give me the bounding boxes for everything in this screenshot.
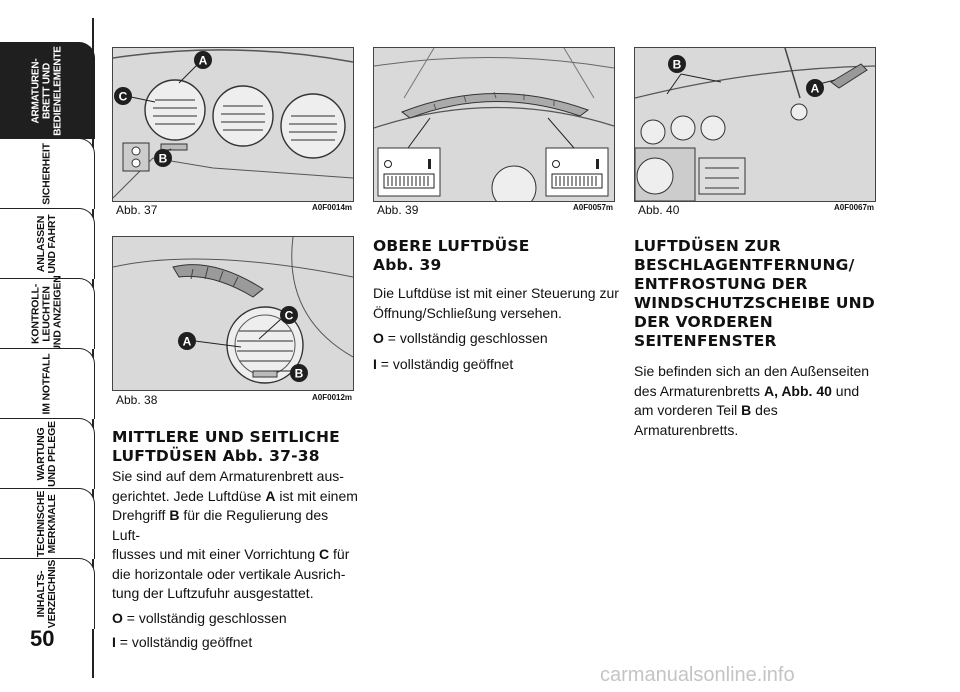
heading-line: DER VORDEREN: [634, 313, 773, 331]
text-line: Öffnung/Schließung versehen.: [373, 304, 562, 321]
chapter-tabs: ARMATUREN- BRETT UND BEDIENELEMENTE SICH…: [0, 18, 96, 678]
watermark: carmanualsonline.info: [600, 664, 795, 686]
tab-label: WARTUNG UND PFLEGE: [35, 421, 58, 487]
side-vent-illustration: [113, 237, 353, 384]
text-line: die horizontale oder vertikale Ausrich-: [112, 565, 346, 582]
figure-caption: Abb. 40: [638, 203, 680, 217]
heading-line: MITTLERE UND SEITLICHE: [112, 428, 340, 446]
legend-o: O = vollständig geschlossen: [112, 609, 358, 629]
figure-code: A0F0012m: [312, 393, 353, 402]
tab-label: IM NOTFALL: [40, 353, 53, 415]
paragraph-mid: Sie sind auf dem Armaturenbrett aus- ger…: [112, 467, 358, 653]
tab-im-notfall[interactable]: IM NOTFALL: [0, 348, 95, 419]
paragraph-upper: Die Luftdüse ist mit einer Steuerung zur…: [373, 284, 623, 374]
figure-caption: Abb. 37: [116, 203, 158, 217]
heading-line: SEITENFENSTER: [634, 332, 777, 350]
section-heading-upper: OBERE LUFTDÜSE Abb. 39: [373, 237, 530, 275]
text-span: des Armaturenbretts.: [634, 402, 778, 438]
text-span: für die Regulierung des Luft-: [112, 507, 329, 543]
ref-b: B: [741, 402, 752, 418]
tab-inhaltsverzeichnis[interactable]: INHALTS- VERZEICHNIS: [0, 558, 95, 629]
figure-abb-38: A C B: [112, 236, 354, 391]
text-line: gerichtet. Jede Luftdüse A ist mit einem: [112, 487, 358, 507]
legend-i: I = vollständig geöffnet: [112, 633, 358, 653]
tab-label: ARMATUREN- BRETT UND BEDIENELEMENTE: [30, 46, 64, 136]
heading-line: ENTFROSTUNG DER: [634, 275, 808, 293]
figure-code: A0F0057m: [573, 203, 614, 212]
figure-caption: Abb. 38: [116, 393, 158, 407]
ref-b: B: [169, 507, 180, 523]
figure-code: A0F0014m: [312, 203, 353, 212]
figure-code: A0F0067m: [834, 203, 875, 212]
heading-line: Abb. 39: [373, 256, 442, 274]
key-o: O: [373, 330, 384, 346]
tab-label: ANLASSEN UND FAHRT: [35, 214, 58, 274]
section-heading-defrost: LUFTDÜSEN ZUR BESCHLAGENTFERNUNG/ ENTFRO…: [634, 237, 875, 351]
text-span: für: [333, 546, 350, 562]
text-span: am vorderen Teil: [634, 402, 738, 418]
text-line: tung der Luftzufuhr ausgestattet.: [112, 585, 314, 601]
tab-label: INHALTS- VERZEICHNIS: [35, 559, 58, 629]
text-span: Drehgriff: [112, 507, 166, 523]
tab-anlassen[interactable]: ANLASSEN UND FAHRT: [0, 208, 95, 279]
upper-vent-illustration: [374, 48, 614, 201]
key-i: I: [373, 355, 377, 372]
text-line: Drehgriff B für die Regulierung des Luft…: [112, 506, 358, 545]
legend-i: I = vollständig geöffnet: [373, 355, 623, 375]
text-line: am vorderen Teil B des Armaturenbretts.: [634, 401, 884, 440]
figure-abb-40: B A: [634, 47, 876, 202]
heading-line: OBERE LUFTDÜSE: [373, 237, 530, 255]
key-o: O: [112, 609, 123, 626]
tab-technische-merkmale[interactable]: TECHNISCHE MERKMALE: [0, 488, 95, 559]
tab-sicherheit[interactable]: SICHERHEIT: [0, 138, 95, 209]
text-span: = vollständig geschlossen: [387, 330, 548, 346]
tab-label: SICHERHEIT: [40, 143, 53, 205]
ref-c: C: [319, 546, 330, 562]
tab-kontrollleuchten[interactable]: KONTROLL- LEUCHTEN UND ANZEIGEN: [0, 275, 95, 353]
section-heading-mid: MITTLERE UND SEITLICHE LUFTDÜSEN Abb. 37…: [112, 428, 340, 466]
text-span: und: [835, 382, 860, 399]
text-span: flusses und mit einer Vorrichtung: [112, 546, 316, 562]
figure-abb-39: [373, 47, 615, 202]
text-span: = vollständig geöffnet: [119, 634, 253, 650]
text-line: Die Luftdüse ist mit einer Steuerung zur: [373, 285, 619, 301]
text-span: = vollständig geöffnet: [380, 355, 514, 372]
tab-label: KONTROLL- LEUCHTEN UND ANZEIGEN: [29, 275, 64, 353]
tab-wartung[interactable]: WARTUNG UND PFLEGE: [0, 418, 95, 489]
tab-armaturenbrett[interactable]: ARMATUREN- BRETT UND BEDIENELEMENTE: [0, 42, 95, 139]
text-span: des Armaturenbretts: [634, 382, 761, 399]
text-line: Sie befinden sich an den Außenseiten: [634, 363, 870, 379]
key-i: I: [112, 634, 116, 650]
text-line: Sie sind auf dem Armaturenbrett aus-: [112, 468, 344, 484]
tab-label: TECHNISCHE MERKMALE: [35, 490, 58, 558]
text-line: des Armaturenbretts A, Abb. 40 und: [634, 382, 884, 402]
text-span: gerichtet. Jede Luftdüse: [112, 487, 262, 504]
ref-a: A: [265, 487, 276, 504]
heading-line: LUFTDÜSEN ZUR: [634, 237, 782, 255]
ref-a-abb-40: A, Abb. 40: [763, 382, 832, 399]
figure-abb-37: A C B: [112, 47, 354, 202]
page-number: 50: [30, 626, 55, 651]
defrost-vents-illustration: [635, 48, 875, 201]
figure-caption: Abb. 39: [377, 203, 419, 217]
heading-line: LUFTDÜSEN Abb. 37-38: [112, 447, 320, 465]
paragraph-defrost: Sie befinden sich an den Außenseiten des…: [634, 362, 884, 440]
text-line: flusses und mit einer Vorrichtung C für: [112, 545, 358, 565]
text-span: = vollständig geschlossen: [126, 609, 287, 626]
legend-o: O = vollständig geschlossen: [373, 329, 623, 349]
heading-line: WINDSCHUTZSCHEIBE UND: [634, 294, 875, 312]
heading-line: BESCHLAGENTFERNUNG/: [634, 256, 855, 274]
dashboard-vents-illustration: [113, 49, 353, 199]
text-span: ist mit einem: [279, 487, 358, 504]
